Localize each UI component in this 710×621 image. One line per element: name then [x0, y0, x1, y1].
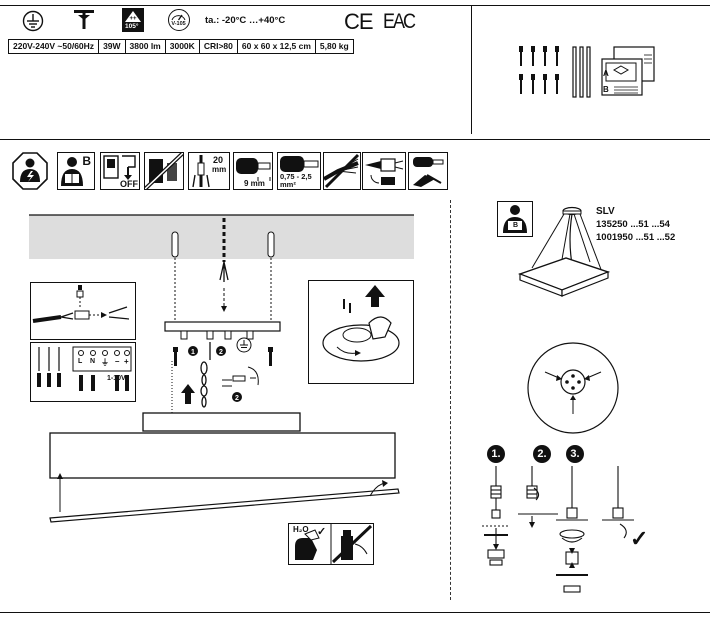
sheet-a-label: A	[603, 69, 609, 78]
svg-text:2: 2	[219, 349, 223, 356]
strip-length-9mm-icon: 9 mm	[233, 152, 273, 190]
step-1-badge: 1.	[487, 445, 505, 463]
ceiling-mount-icon	[72, 9, 96, 31]
wire-ferrule-icon	[362, 152, 406, 190]
spec-color-temp: 3000K	[166, 40, 200, 53]
voltage-rating-label: V-105	[171, 21, 186, 27]
cable-section-unit: mm²	[280, 180, 296, 189]
pendant-luminaire-illustration	[510, 200, 610, 300]
off-label: OFF	[120, 179, 138, 189]
spec-voltage: 220V-240V ~50/60Hz	[9, 40, 100, 53]
svg-text:++: ++	[129, 16, 137, 22]
temperature-rating-label: 105°	[125, 23, 139, 30]
spec-dimensions: 60 x 60 x 12,5 cm	[238, 40, 316, 53]
step-3-badge: 3.	[566, 445, 584, 463]
spec-lumen: 3800 lm	[126, 40, 166, 53]
wiring-detail-box	[30, 282, 136, 340]
crimp-tool-icon	[408, 152, 448, 190]
ground-symbol-icon	[22, 10, 44, 32]
terminal-label-ground: ⏚	[101, 358, 109, 367]
sheet-b-label: B	[603, 85, 609, 94]
twist-lock-detail-box	[308, 280, 414, 384]
terminal-label-l: L	[78, 358, 83, 365]
specs-table: 220V-240V ~50/60Hz 39W 3800 lm 3000K CRI…	[8, 39, 354, 54]
read-manual-b-icon: B	[57, 152, 95, 190]
top-section-bottom-line	[0, 139, 710, 141]
no-live-work-icon	[144, 152, 184, 190]
water-label: H₂O	[293, 525, 309, 534]
ceiling-canopy-top-view	[525, 340, 621, 436]
top-vertical-divider	[471, 6, 473, 134]
no-flexible-wire-icon	[323, 152, 361, 190]
main-vertical-divider	[450, 200, 452, 600]
step-3-number: 3.	[570, 448, 580, 460]
read-manual-b-badge: B	[497, 201, 533, 237]
eac-mark: EAC	[383, 8, 416, 33]
strip-20-unit: mm	[212, 165, 227, 174]
step-2-number: 2.	[537, 448, 547, 460]
svg-text:1: 1	[191, 349, 195, 356]
terminal-label-n: N	[90, 358, 96, 365]
terminal-dim-label: 1-10V	[107, 375, 126, 382]
cleaning-check-mark: ✓	[317, 526, 327, 538]
installation-diagram: 1 2 2	[0, 200, 450, 610]
badge-b-letter: B	[513, 222, 519, 229]
top-border-line	[0, 5, 710, 7]
steps-illustration: ✓	[480, 464, 660, 604]
product-code-2: 1001950 ...51 ...52	[596, 232, 676, 243]
bottom-border-line	[0, 612, 710, 614]
voltage-rating-icon: V-105	[168, 9, 190, 31]
manual-sheets-icon: A B	[600, 45, 656, 101]
terminal-block-detail: L N ⏚ – + 1-10V	[30, 342, 136, 402]
included-parts-illustration	[512, 44, 672, 106]
terminal-label-minus: –	[115, 357, 120, 366]
terminal-label-plus: +	[124, 357, 129, 366]
temperature-rating-icon: ++ 105°	[122, 8, 144, 32]
ambient-temperature-range: ta.: -20°C …+40°C	[205, 15, 286, 26]
spec-cri: CRI>80	[200, 40, 238, 53]
step-2-badge: 2.	[533, 445, 551, 463]
spec-weight: 5,80 kg	[319, 41, 349, 51]
electrician-warning-icon	[12, 152, 48, 190]
cable-section-icon: 0,75 - 2,5 mm²	[277, 152, 321, 190]
strip-9mm-label: 9 mm	[244, 179, 265, 188]
cable-section-value: 0,75 - 2,5	[280, 172, 312, 181]
strip-20-value: 20	[213, 155, 224, 165]
step-1-number: 1.	[491, 448, 501, 460]
strip-length-20mm-icon: 20 mm	[188, 152, 230, 190]
step-final-check: ✓	[630, 526, 649, 551]
power-off-icon: OFF	[100, 152, 140, 190]
svg-text:2: 2	[235, 395, 239, 402]
cleaning-instructions-box: H₂O ✓	[288, 523, 374, 565]
brand-name: SLV	[596, 206, 615, 217]
spec-power: 39W	[99, 40, 126, 53]
ce-mark: CE	[344, 9, 374, 34]
product-code-1: 135250 ...51 ...54	[596, 219, 670, 230]
manual-b-letter: B	[82, 154, 91, 168]
